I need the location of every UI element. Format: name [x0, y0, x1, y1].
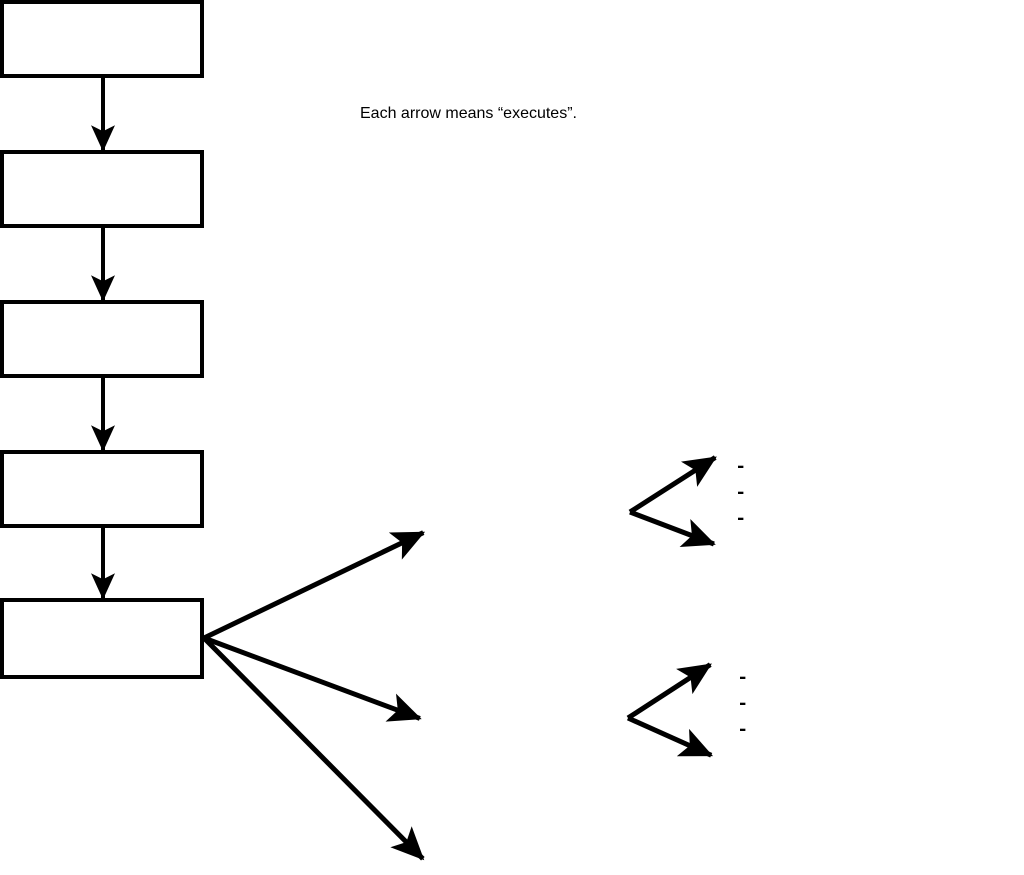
ellipsis-dash-rc2-scripts-2: -	[737, 719, 748, 741]
arrow-rc2-scripts-lower	[626, 715, 714, 758]
ellipsis-dash-rcs-scripts-0: -	[735, 456, 746, 478]
box-outline-initramfs	[0, 450, 204, 528]
process-box-bios	[0, 0, 204, 78]
ellipsis-dash-rcs-scripts-2: -	[735, 508, 746, 530]
box-outline-kernel	[0, 300, 204, 378]
arrow-rc2-scripts-upper	[626, 662, 712, 721]
process-box-init	[0, 598, 204, 679]
box-outline-bootloader	[0, 150, 204, 228]
arrow-rcs-scripts-lower	[629, 509, 716, 547]
process-box-kernel	[0, 300, 204, 378]
arrow-rcs-scripts-upper	[628, 455, 717, 515]
box-outline-bios	[0, 0, 204, 78]
process-boxes	[0, 0, 204, 679]
diagram-note: Each arrow means “executes”.	[360, 105, 577, 122]
ellipsis-dash-rc2-scripts-0: -	[737, 667, 748, 689]
arrow-branch-rcs	[202, 530, 426, 641]
box-outline-init	[0, 598, 204, 679]
arrow-branch-rc2	[203, 635, 422, 722]
process-box-bootloader	[0, 150, 204, 228]
arrow-branch-getty	[202, 636, 425, 861]
diagram-text-labels: - - - - - - Each arrow means “executes”.	[360, 105, 748, 741]
ellipsis-dash-rcs-scripts-1: -	[735, 482, 746, 504]
ellipsis-dash-rc2-scripts-1: -	[737, 693, 748, 715]
init-fanout-arrows	[202, 530, 426, 861]
process-box-initramfs	[0, 450, 204, 528]
script-branch-arrows	[626, 455, 717, 758]
